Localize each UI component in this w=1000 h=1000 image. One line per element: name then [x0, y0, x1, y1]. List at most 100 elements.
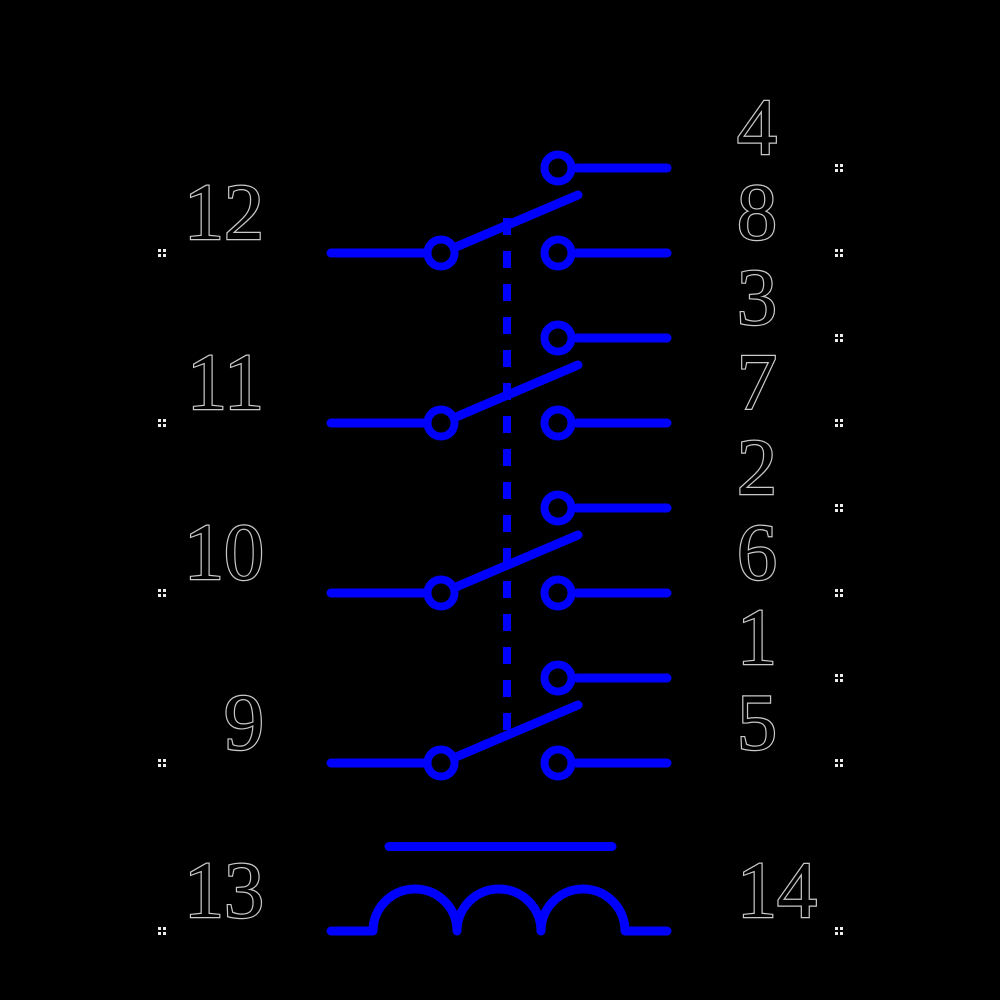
fiducial-dot — [835, 334, 838, 337]
pin-label-4: 4 — [737, 84, 777, 172]
fiducial-dot — [163, 594, 166, 597]
pole-2: 11 37 — [186, 253, 778, 441]
fiducial-dot — [158, 759, 161, 762]
fiducial-dot — [158, 254, 161, 257]
fiducial-dot — [158, 249, 161, 252]
pole-4: 9 15 — [223, 593, 778, 781]
pin-label-3: 3 — [737, 254, 777, 342]
fiducial-mark-right — [835, 249, 843, 257]
pin-label-8: 8 — [737, 169, 777, 257]
fiducial-dot — [158, 589, 161, 592]
upper-throw-contact — [540, 660, 576, 696]
fiducial-mark-right — [835, 674, 843, 682]
fiducial-dot — [158, 419, 161, 422]
armature — [451, 190, 583, 252]
fiducial-mark-left — [158, 589, 166, 597]
fiducial-dot — [840, 674, 843, 677]
pin-label-11: 11 — [187, 339, 264, 427]
fiducial-dot — [835, 419, 838, 422]
fiducial-dot — [835, 679, 838, 682]
fiducial-dot — [163, 932, 166, 935]
fiducial-dot — [840, 589, 843, 592]
fiducial-dot — [835, 249, 838, 252]
fiducial-dot — [835, 927, 838, 930]
fiducial-dot — [840, 249, 843, 252]
pin-label-2: 2 — [737, 424, 777, 512]
fiducial-dot — [840, 927, 843, 930]
fiducial-dot — [840, 594, 843, 597]
fiducial-dot — [163, 419, 166, 422]
fiducial-dot — [163, 589, 166, 592]
fiducial-mark-right — [835, 334, 843, 342]
lower-throw-contact — [540, 745, 576, 781]
fiducial-mark-right — [835, 927, 843, 935]
pin-label-5: 5 — [737, 679, 777, 767]
fiducial-dot — [840, 164, 843, 167]
lower-throw-contact — [540, 235, 576, 271]
fiducial-dot — [835, 164, 838, 167]
fiducial-dot — [835, 764, 838, 767]
common-contact — [423, 575, 459, 611]
fiducial-dot — [835, 424, 838, 427]
coil-winding — [326, 884, 672, 936]
fiducial-dot — [158, 764, 161, 767]
fiducial-dot — [163, 927, 166, 930]
pin-label-14: 14 — [737, 847, 817, 935]
pin-label-6: 6 — [737, 509, 777, 597]
lower-throw-contact — [540, 405, 576, 441]
fiducial-dot — [163, 764, 166, 767]
fiducial-mark-right — [835, 419, 843, 427]
fiducial-dot — [840, 504, 843, 507]
fiducial-dot — [835, 594, 838, 597]
pin-label-13: 13 — [184, 847, 264, 935]
fiducial-dot — [158, 424, 161, 427]
fiducial-mark-left — [158, 249, 166, 257]
fiducial-dot — [163, 424, 166, 427]
upper-throw-contact — [540, 490, 576, 526]
fiducial-dot — [840, 334, 843, 337]
upper-throw-contact — [540, 320, 576, 356]
fiducial-mark-right — [835, 504, 843, 512]
fiducial-dot — [835, 169, 838, 172]
fiducial-dot — [835, 504, 838, 507]
fiducial-dot — [158, 927, 161, 930]
fiducial-dot — [840, 254, 843, 257]
pole-3: 10 26 — [183, 423, 778, 611]
fiducial-dot — [835, 509, 838, 512]
coil: 13 14 — [183, 842, 818, 936]
fiducial-mark-left — [158, 759, 166, 767]
fiducial-dot — [840, 764, 843, 767]
common-contact — [423, 235, 459, 271]
fiducial-dot — [840, 419, 843, 422]
fiducial-dot — [835, 254, 838, 257]
fiducial-dot — [835, 674, 838, 677]
pin-label-9: 9 — [224, 679, 264, 767]
common-contact — [423, 405, 459, 441]
lower-throw-contact — [540, 575, 576, 611]
fiducial-dot — [835, 759, 838, 762]
armature — [451, 530, 583, 592]
fiducial-dot — [840, 169, 843, 172]
fiducial-dot — [840, 339, 843, 342]
pin-label-7: 7 — [737, 339, 777, 427]
fiducial-dot — [840, 509, 843, 512]
fiducial-dot — [840, 424, 843, 427]
pin-label-1: 1 — [737, 594, 777, 682]
fiducial-mark-right — [835, 759, 843, 767]
fiducial-mark-right — [835, 589, 843, 597]
common-contact — [423, 745, 459, 781]
fiducial-mark-left — [158, 419, 166, 427]
pin-label-10: 10 — [184, 509, 264, 597]
fiducial-dot — [835, 932, 838, 935]
fiducial-dot — [163, 759, 166, 762]
armature — [451, 360, 583, 422]
fiducial-mark-left — [158, 927, 166, 935]
fiducial-dot — [835, 589, 838, 592]
armature — [451, 700, 583, 762]
fiducial-mark-right — [835, 164, 843, 172]
fiducial-dot — [840, 759, 843, 762]
fiducial-dot — [835, 339, 838, 342]
